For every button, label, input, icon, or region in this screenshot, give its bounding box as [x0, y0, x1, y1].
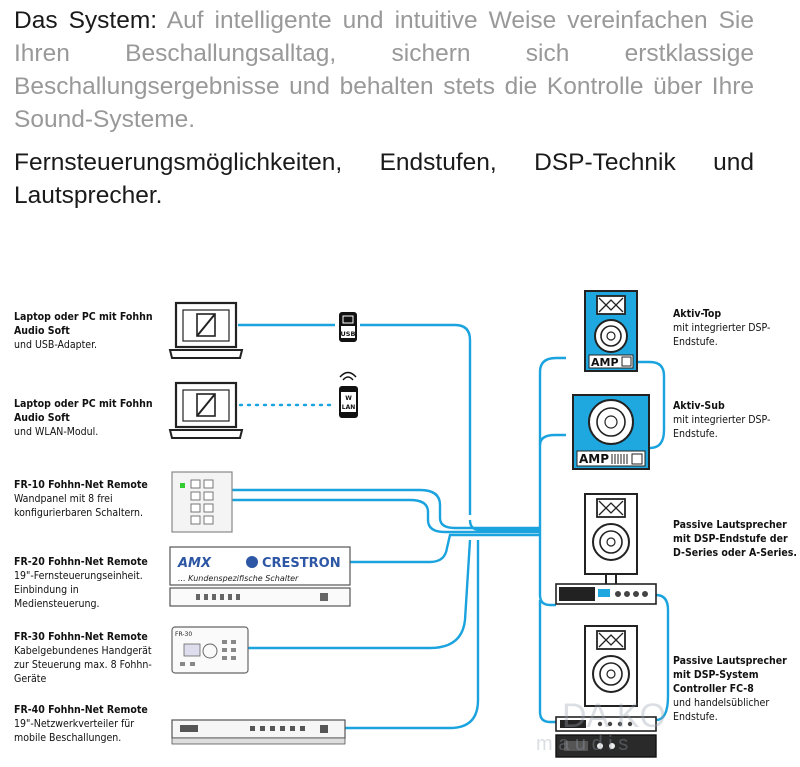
- fr20-brand-left: AMX: [177, 556, 212, 571]
- cable-passive1: [538, 530, 556, 607]
- label-fr30-desc: Kabelgebundenes Handgerät zur Steuerung …: [14, 645, 152, 685]
- label-fr30: FR-30 Fohhn-Net Remote Kabelgebundenes H…: [14, 630, 164, 686]
- label-laptop-wlan-title: Laptop oder PC mit Fohhn Audio Soft: [14, 398, 153, 424]
- cable-laptop1: [238, 323, 472, 515]
- cables: [232, 323, 670, 730]
- watermark-logo: DA KO m a u d i s: [536, 697, 666, 755]
- fr20-remote-panel: AMX CRESTRON ... Kundenspezifische Schal…: [169, 546, 351, 607]
- label-passive-fc8: Passive Lautsprecher mit DSP-System Cont…: [673, 654, 798, 724]
- usb-adapter: USB: [339, 312, 357, 342]
- label-laptop-wlan-desc: und WLAN-Modul.: [14, 426, 99, 438]
- label-passive-fc8-title: Passive Lautsprecher mit DSP-System Cont…: [673, 655, 787, 695]
- label-fr20: FR-20 Fohhn-Net Remote 19"-Fernsteuerung…: [14, 555, 164, 611]
- cable-passive1-out: [655, 593, 670, 722]
- label-aktiv-sub-title: Aktiv-Sub: [673, 400, 725, 412]
- label-aktiv-top-title: Aktiv-Top: [673, 308, 722, 320]
- fr20-brand-right: CRESTRON: [262, 556, 341, 571]
- wlan-adapter: W LAN: [339, 371, 358, 418]
- passive-speaker-fc8: [584, 625, 638, 707]
- fr30-handheld-remote: FR-30: [171, 626, 249, 674]
- label-fr40-title: FR-40 Fohhn-Net Remote: [14, 704, 148, 716]
- power-amplifier: [555, 734, 657, 758]
- label-aktiv-top-desc: mit integrierter DSP-Endstufe.: [673, 322, 771, 348]
- fr40-rack-distributor: [171, 719, 346, 745]
- cable-aktiv-sub: [538, 433, 566, 446]
- intro-body: Auf intelligente und intuitive Weise ver…: [14, 7, 754, 133]
- label-fr10-title: FR-10 Fohhn-Net Remote: [14, 479, 148, 491]
- label-laptop-usb: Laptop oder PC mit Fohhn Audio Soft und …: [14, 310, 164, 352]
- fr20-tagline: ... Kundenspezifische Schalter: [178, 574, 299, 583]
- label-fr10: FR-10 Fohhn-Net Remote Wandpanel mit 8 f…: [14, 478, 164, 520]
- label-fr40: FR-40 Fohhn-Net Remote 19"-Netzwerkverte…: [14, 703, 164, 745]
- aktiv-top-badge: AMP: [591, 356, 619, 369]
- aktiv-sub-badge: AMP: [579, 452, 609, 466]
- dsp-amplifier-d-series: [555, 583, 657, 605]
- label-aktiv-sub-desc: mit integrierter DSP-Endstufe.: [673, 414, 771, 440]
- aktiv-top-speaker: AMP: [584, 290, 638, 372]
- laptop-wlan: [168, 381, 244, 439]
- laptop-usb: [168, 301, 244, 359]
- cable-fr10-b: [232, 498, 540, 534]
- cable-fr10-a: [232, 488, 540, 530]
- label-laptop-usb-title: Laptop oder PC mit Fohhn Audio Soft: [14, 311, 153, 337]
- aktiv-sub-speaker: AMP: [572, 394, 650, 470]
- label-passive-dseries-title: Passive Lautsprecher mit DSP-Endstufe de…: [673, 519, 797, 559]
- cable-aktiv-top-out: [638, 360, 666, 450]
- cable-passive2: [538, 600, 556, 724]
- cable-fr30: [248, 539, 472, 650]
- fr10-wall-panel: [171, 471, 233, 533]
- watermark-text-1: DA KO: [562, 697, 666, 735]
- label-fr10-desc: Wandpanel mit 8 frei konfigurierbaren Sc…: [14, 493, 144, 519]
- label-laptop-usb-desc: und USB-Adapter.: [14, 339, 98, 351]
- label-fr20-title: FR-20 Fohhn-Net Remote: [14, 556, 148, 568]
- wlan-label-1: W: [345, 395, 352, 402]
- watermark-text-2: m a u d i s: [536, 733, 628, 755]
- label-fr30-title: FR-30 Fohhn-Net Remote: [14, 631, 148, 643]
- label-laptop-wlan: Laptop oder PC mit Fohhn Audio Soft und …: [14, 397, 164, 439]
- usb-label: USB: [341, 330, 356, 338]
- label-passive-dseries: Passive Lautsprecher mit DSP-Endstufe de…: [673, 518, 798, 560]
- components-line: Fernsteuerungsmöglichkeiten, Endstufen, …: [14, 149, 754, 209]
- passive-speaker-d-series: [584, 493, 638, 584]
- label-fr40-desc: 19"-Netzwerkverteiler für mobile Beschal…: [14, 718, 135, 744]
- cable-fr40: [345, 540, 480, 730]
- intro-lead: Das System:: [14, 7, 158, 34]
- cable-trunk: [468, 519, 540, 532]
- label-passive-fc8-desc: und handelsüblicher Endstufe.: [673, 697, 770, 723]
- dsp-controller-fc8: [555, 716, 657, 732]
- cable-fr20: [350, 533, 540, 564]
- intro-paragraph: Das System: Auf intelligente und intuiti…: [14, 4, 754, 136]
- label-aktiv-top: Aktiv-Top mit integrierter DSP-Endstufe.: [673, 307, 798, 349]
- label-fr20-desc: 19"-Fernsteuerungseinheit. Einbindung in…: [14, 570, 143, 610]
- cable-aktiv-top: [538, 356, 566, 530]
- label-aktiv-sub: Aktiv-Sub mit integrierter DSP-Endstufe.: [673, 399, 798, 441]
- fr30-model-label: FR-30: [175, 631, 192, 638]
- wlan-label-2: LAN: [342, 404, 356, 411]
